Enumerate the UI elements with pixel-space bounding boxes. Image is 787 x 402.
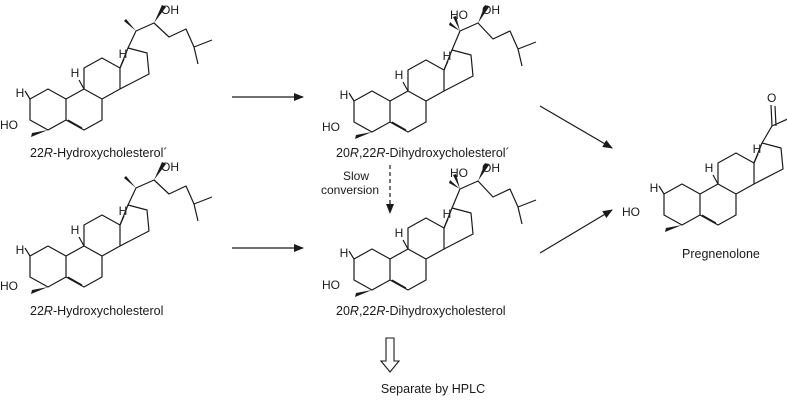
arrow-to-pregnenolone-lower <box>539 209 613 254</box>
molecule-22r-hydroxycholesterol-prime: HO OH <box>0 3 213 138</box>
atom-label-oh: OH <box>161 160 179 174</box>
compound-label-20r22r-dihydroxycholesterol: 20R,22R-Dihydroxycholesterol <box>336 304 506 318</box>
hollow-down-arrow <box>379 337 401 373</box>
atom-label-ho-c20: HO <box>450 8 468 22</box>
atom-label-oh: OH <box>161 3 179 17</box>
compound-label-pregnenolone: Pregnenolone <box>682 247 760 261</box>
slow-conversion-line2: conversion <box>321 183 379 197</box>
atom-label-ho: HO <box>0 279 18 293</box>
atom-label-oh: OH <box>482 3 500 17</box>
atom-label-ho: HO <box>322 120 340 134</box>
atom-label-ho: HO <box>622 205 640 219</box>
molecule-20r22r-dihydroxycholesterol-prime: HO HO OH <box>322 3 537 140</box>
slow-conversion-line1: Slow <box>343 169 369 183</box>
atom-label-ho-c20: HO <box>450 166 468 180</box>
molecule-22r-hydroxycholesterol: HO OH <box>0 160 213 295</box>
arrow-to-pregnenolone-upper <box>539 105 613 149</box>
atom-label-ho: HO <box>0 118 18 132</box>
molecule-20r22r-dihydroxycholesterol: HO HO OH <box>322 161 537 298</box>
atom-label-o: O <box>767 91 776 105</box>
atom-label-oh: OH <box>482 161 500 175</box>
molecule-pregnenolone: HO O <box>622 91 787 233</box>
compound-label-22r-hydroxycholesterol: 22R-Hydroxycholesterol <box>30 304 163 318</box>
compound-label-20r22r-dihydroxycholesterol-prime: 20R,22R-Dihydroxycholesterol´ <box>336 146 510 160</box>
separate-by-hplc-label: Separate by HPLC <box>381 382 485 396</box>
compound-label-22r-hydroxycholesterol-prime: 22R-Hydroxycholesterol´ <box>30 146 168 160</box>
atom-label-ho: HO <box>322 278 340 292</box>
